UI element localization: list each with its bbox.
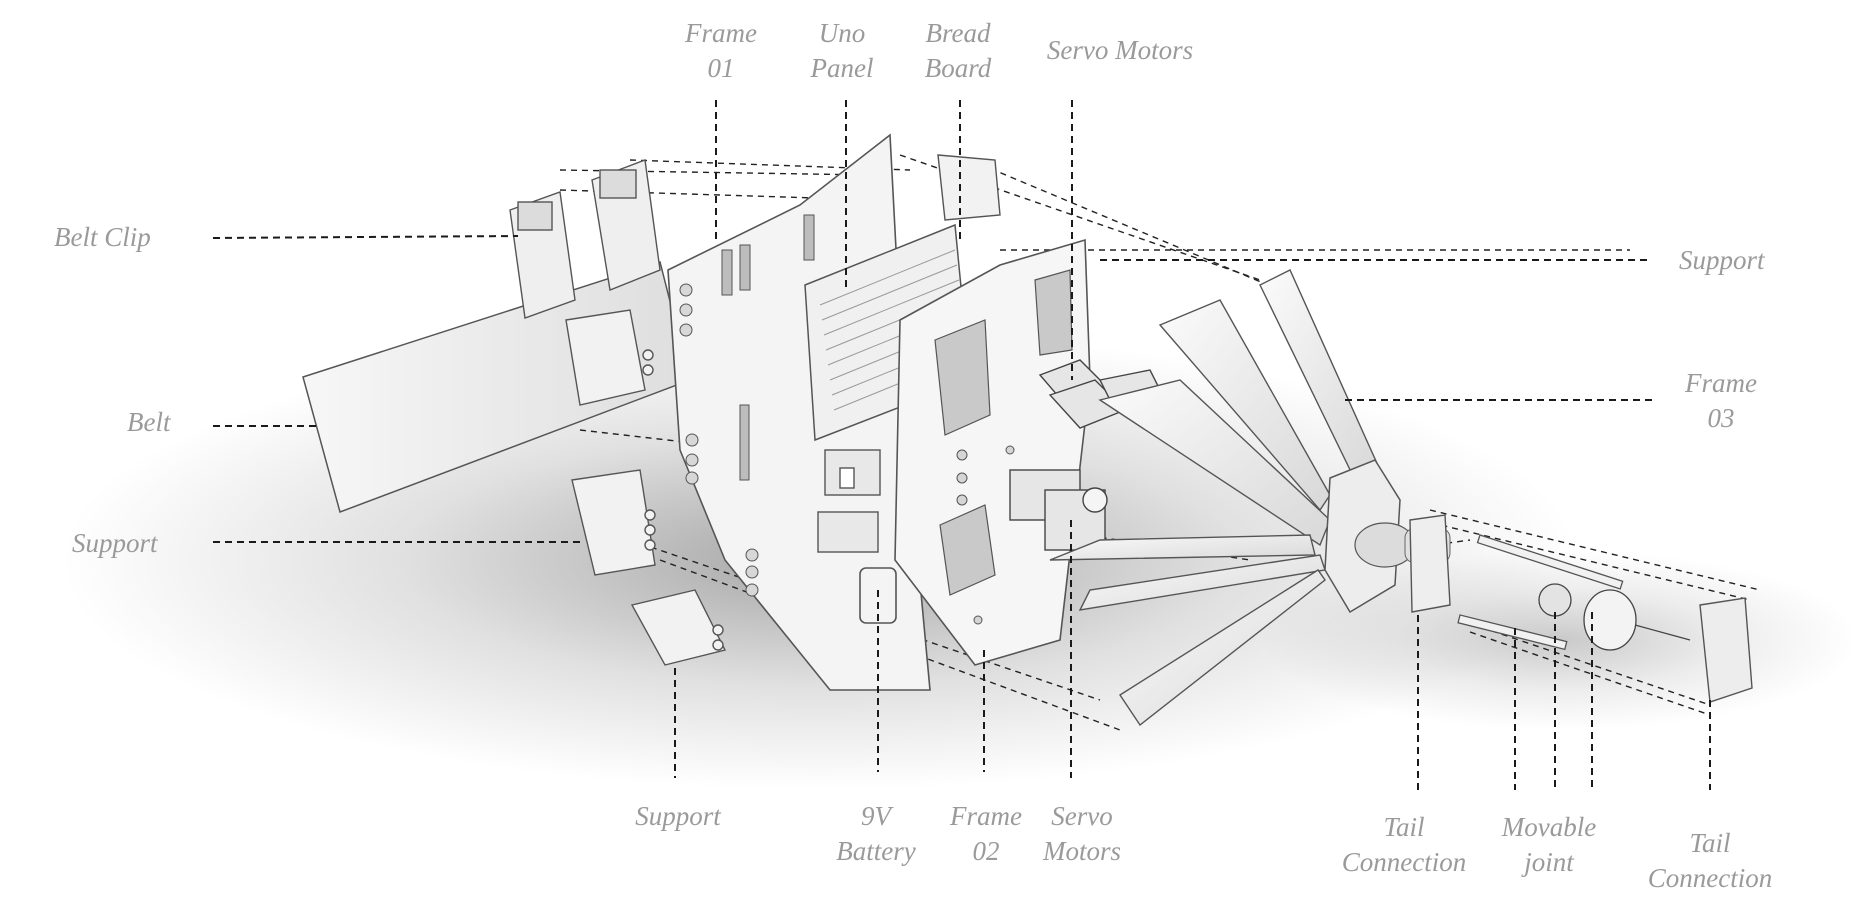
label-frame-01: Frame 01: [685, 18, 757, 83]
bread-board-top-block: [937, 154, 1001, 221]
label-servo-motors-top: Servo Motors: [1046, 35, 1194, 65]
label-tail-connection-1: Tail Connection: [1341, 812, 1467, 877]
belt-clip-parts: [509, 159, 661, 319]
label-tail-connection-2: Tail Connection: [1647, 828, 1773, 893]
frame-02-cutouts: [934, 269, 1073, 596]
label-belt-clip: Belt Clip: [54, 222, 151, 252]
servo-motors-part: [1009, 359, 1162, 551]
label-servo-motors-bottom: Servo Motors: [1042, 801, 1122, 866]
label-belt: Belt: [127, 407, 171, 437]
tail-connection-1-part: [1409, 514, 1451, 613]
uno-panel-part: [817, 449, 881, 553]
label-9v-battery: 9V Battery: [836, 801, 916, 866]
label-movable-joint: Movable joint: [1501, 812, 1597, 877]
frame-01-slots: [721, 214, 815, 481]
label-support-right: Support: [1679, 245, 1765, 275]
frame-01-holes: [679, 283, 759, 597]
label-bread-board: Bread Board: [924, 18, 992, 83]
label-frame-02: Frame 02: [950, 801, 1022, 866]
tail-rods: [1457, 534, 1624, 651]
tail-connection-2-part: [1699, 597, 1753, 703]
label-support-left: Support: [72, 528, 158, 558]
leader-lines: [212, 100, 1711, 790]
movable-joint-part: [1538, 583, 1691, 651]
label-uno-panel: Uno Panel: [810, 18, 874, 83]
label-support-bottom: Support: [635, 801, 721, 831]
left-support-blocks: [565, 309, 727, 666]
frame-03-fins: [1049, 269, 1381, 727]
label-frame-03: Frame 03: [1685, 368, 1757, 433]
